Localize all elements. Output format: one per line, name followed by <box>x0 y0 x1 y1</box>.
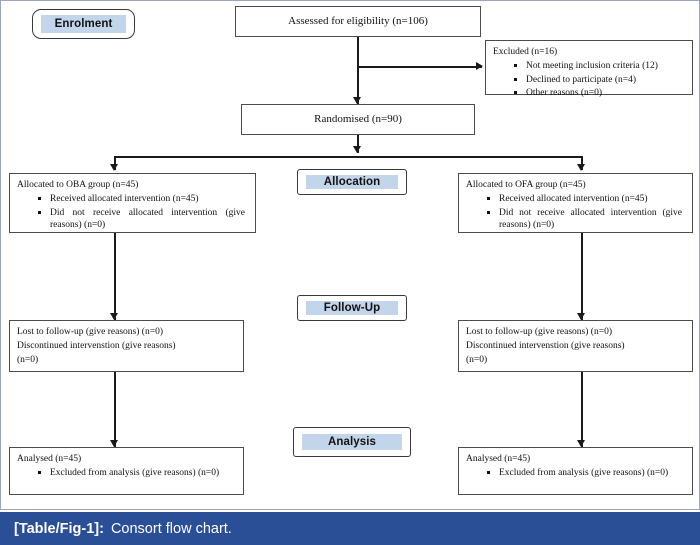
node-followup-left-line3: (n=0) <box>17 354 39 365</box>
node-assessed-for-eligibility-text: Assessed for eligibility (n=106) <box>288 15 428 28</box>
node-followup-left: Lost to follow-up (give reasons) (n=0) D… <box>9 320 244 372</box>
node-analysed-right: Analysed (n=45) Excluded from analysis (… <box>458 447 693 495</box>
node-analysed-right-head: Analysed (n=45) <box>466 454 531 464</box>
node-assessed-for-eligibility: Assessed for eligibility (n=106) <box>235 6 481 37</box>
node-randomised-text: Randomised (n=90) <box>314 113 402 126</box>
connector-randomised-stem <box>357 135 359 153</box>
node-excluded: Excluded (n=16) Not meeting inclusion cr… <box>485 40 693 98</box>
arrowhead-randomised-stem <box>353 146 361 153</box>
arrowhead-ofa-to-followup <box>577 313 585 320</box>
list-item: Excluded from analysis (give reasons) (n… <box>487 467 686 480</box>
list-item: Excluded from analysis (give reasons) (n… <box>38 467 237 480</box>
node-excluded-list: Not meeting inclusion criteria (12) Decl… <box>492 60 686 100</box>
arrowhead-split-right <box>577 164 585 171</box>
arrowhead-eligibility-to-randomised <box>353 97 361 104</box>
node-followup-right-line3: (n=0) <box>466 354 488 365</box>
flow-chart-canvas: Enrolment Allocation Follow-Up Analysis … <box>0 0 700 510</box>
stage-label-allocation: Allocation <box>305 175 399 189</box>
arrowhead-eligibility-to-excluded <box>476 62 483 70</box>
figure-caption-label: [Table/Fig-1]: <box>14 520 104 537</box>
list-item: Not meeting inclusion criteria (12) <box>514 60 686 73</box>
node-randomised: Randomised (n=90) <box>241 104 475 135</box>
arrowhead-split-left <box>110 164 118 171</box>
stage-pill-enrolment: Enrolment <box>32 9 135 39</box>
stage-label-analysis: Analysis <box>302 433 402 451</box>
stage-pill-followup: Follow-Up <box>297 295 407 321</box>
stage-pill-analysis: Analysis <box>293 427 411 457</box>
node-followup-right: Lost to follow-up (give reasons) (n=0) D… <box>458 320 693 372</box>
node-analysed-left: Analysed (n=45) Excluded from analysis (… <box>9 447 244 495</box>
node-allocated-ofa-head: Allocated to OFA group (n=45) <box>466 180 586 190</box>
stage-pill-allocation: Allocation <box>297 169 407 195</box>
connector-eligibility-to-excluded <box>357 66 482 68</box>
node-followup-left-line2: Discontinued intervenstion (give reasons… <box>17 340 176 351</box>
node-followup-right-line1: Lost to follow-up (give reasons) (n=0) <box>466 327 612 337</box>
node-analysed-right-list: Excluded from analysis (give reasons) (n… <box>465 467 686 480</box>
node-allocated-ofa: Allocated to OFA group (n=45) Received a… <box>458 173 693 233</box>
node-excluded-head: Excluded (n=16) <box>493 47 558 57</box>
node-allocated-ofa-list: Received allocated intervention (n=45) D… <box>465 193 686 232</box>
node-analysed-left-head: Analysed (n=45) <box>17 454 82 464</box>
arrowhead-oba-to-followup <box>110 313 118 320</box>
connector-randomised-split <box>114 156 582 158</box>
connector-followup-left-to-analysis <box>114 372 116 447</box>
connector-oba-to-followup <box>114 233 116 320</box>
figure-caption-bar: [Table/Fig-1]: Consort flow chart. <box>0 512 700 545</box>
connector-followup-right-to-analysis <box>581 372 583 447</box>
figure-caption-text: Consort flow chart. <box>110 520 232 537</box>
stage-label-enrolment: Enrolment <box>41 15 126 33</box>
list-item: Declined to participate (n=4) <box>514 74 686 87</box>
list-item: Other reasons (n=0) <box>514 87 686 100</box>
node-followup-left-line1: Lost to follow-up (give reasons) (n=0) <box>17 327 163 337</box>
arrowhead-followup-right-to-analysis <box>577 440 585 447</box>
arrowhead-followup-left-to-analysis <box>110 440 118 447</box>
list-item: Received allocated intervention (n=45) <box>487 193 686 206</box>
node-allocated-oba-list: Received allocated intervention (n=45) D… <box>16 193 249 232</box>
connector-ofa-to-followup <box>581 233 583 320</box>
node-analysed-left-list: Excluded from analysis (give reasons) (n… <box>16 467 237 480</box>
connector-eligibility-to-randomised <box>357 37 359 104</box>
stage-label-followup: Follow-Up <box>305 301 399 315</box>
node-allocated-oba-head: Allocated to OBA group (n=45) <box>17 180 139 190</box>
connector-split-right-drop <box>581 156 583 170</box>
list-item: Did not receive allocated intervention (… <box>487 207 686 233</box>
list-item: Did not receive allocated intervention (… <box>38 207 249 233</box>
node-allocated-oba: Allocated to OBA group (n=45) Received a… <box>9 173 256 233</box>
list-item: Received allocated intervention (n=45) <box>38 193 249 206</box>
connector-split-left-drop <box>114 156 116 170</box>
node-followup-right-line2: Discontinued intervenstion (give reasons… <box>466 340 625 351</box>
